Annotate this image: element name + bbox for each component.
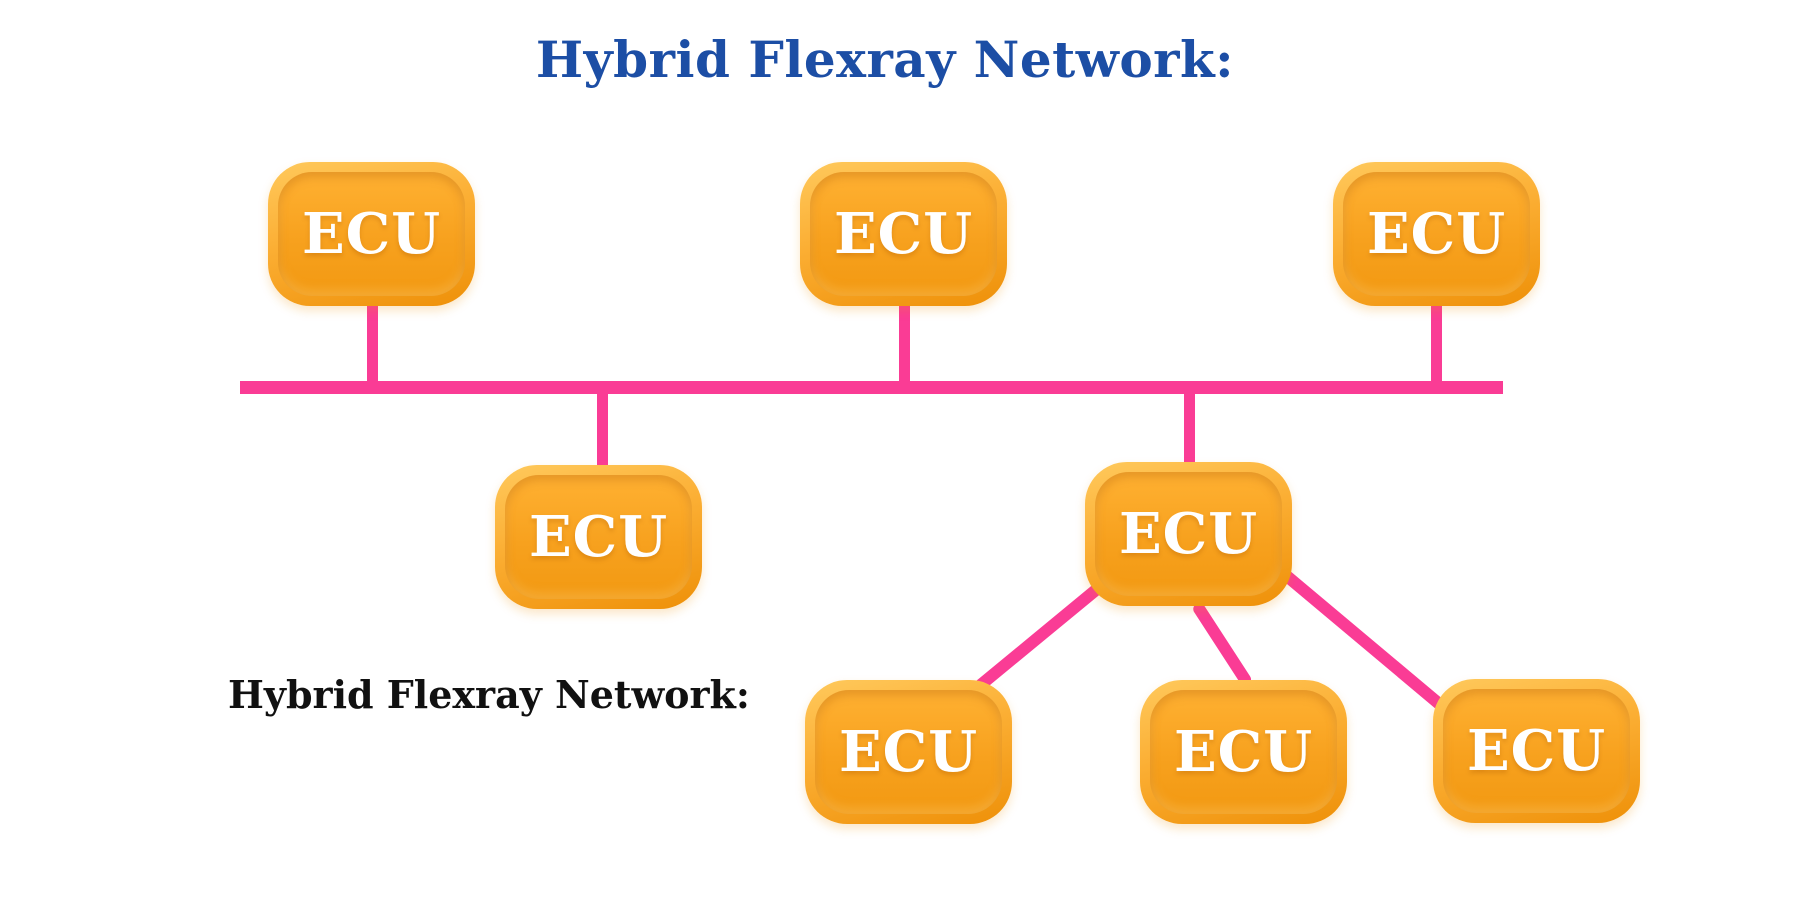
drop-line-top-right [1431, 298, 1442, 385]
star-link-middle [1190, 600, 1254, 688]
bus-line [240, 381, 1503, 394]
drop-line-top-middle [899, 298, 910, 385]
caption-label: Hybrid Flexray Network: [228, 672, 750, 717]
ecu-node-label: ECU [1466, 718, 1607, 784]
ecu-node-label: ECU [1173, 719, 1314, 785]
ecu-node-star-middle: ECU [1140, 680, 1347, 824]
ecu-node-top-right: ECU [1333, 162, 1540, 306]
ecu-node-label: ECU [1366, 201, 1507, 267]
ecu-node-label: ECU [301, 201, 442, 267]
ecu-node-top-middle: ECU [800, 162, 1007, 306]
ecu-node-label: ECU [833, 201, 974, 267]
ecu-node-face: ECU [1095, 472, 1282, 596]
ecu-node-face: ECU [810, 172, 997, 296]
ecu-node-label: ECU [838, 719, 979, 785]
ecu-node-star-right: ECU [1433, 679, 1640, 823]
diagram-title: Hybrid Flexray Network: [535, 30, 1235, 89]
ecu-node-label: ECU [1118, 501, 1259, 567]
ecu-node-face: ECU [1343, 172, 1530, 296]
drop-line-top-left [367, 298, 378, 385]
ecu-node-top-left: ECU [268, 162, 475, 306]
drop-line-hub [1184, 390, 1195, 468]
ecu-node-face: ECU [505, 475, 692, 599]
ecu-node-face: ECU [278, 172, 465, 296]
ecu-node-label: ECU [528, 504, 669, 570]
ecu-node-face: ECU [1443, 689, 1630, 813]
ecu-node-hub: ECU [1085, 462, 1292, 606]
ecu-node-mid-left: ECU [495, 465, 702, 609]
drop-line-mid-left [597, 390, 608, 472]
ecu-node-face: ECU [1150, 690, 1337, 814]
ecu-node-star-left: ECU [805, 680, 1012, 824]
star-link-left [968, 575, 1112, 697]
ecu-node-face: ECU [815, 690, 1002, 814]
